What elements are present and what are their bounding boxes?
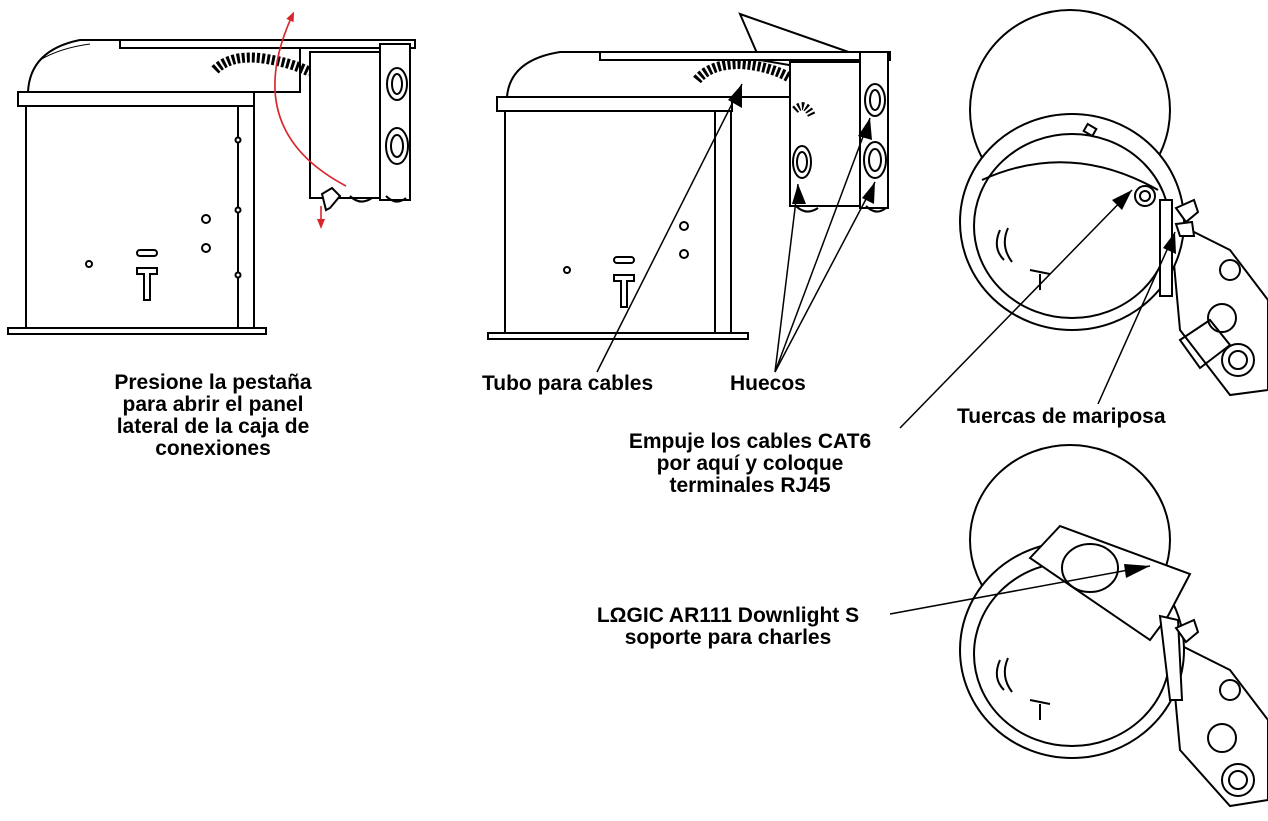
label-line: soporte para charles bbox=[624, 626, 832, 649]
arrowhead bbox=[858, 118, 872, 140]
housing-base-plate bbox=[487, 332, 749, 340]
arrowhead bbox=[792, 184, 806, 204]
housing-slot bbox=[136, 249, 158, 257]
wing-nut bbox=[1174, 198, 1200, 224]
round-housing-top bbox=[959, 9, 1268, 397]
housing-screw bbox=[201, 214, 211, 224]
housing-t-slot bbox=[136, 267, 158, 301]
mounting-bar bbox=[599, 51, 891, 61]
arrowhead bbox=[862, 182, 875, 204]
callout-hole-2 bbox=[774, 117, 871, 373]
flexible-conduit bbox=[211, 52, 313, 77]
junction-box bbox=[789, 61, 861, 207]
label-line: Presione la pestaña bbox=[114, 371, 312, 394]
arrowhead bbox=[728, 84, 742, 108]
housing-side-rail bbox=[714, 110, 732, 336]
callout-lines bbox=[596, 83, 1176, 615]
housing-open-box bbox=[487, 12, 891, 340]
housing-closed-box bbox=[7, 39, 416, 335]
junction-box-side-panel bbox=[309, 51, 381, 199]
callout-hole-1 bbox=[774, 183, 799, 373]
label-holes: Huecos bbox=[730, 372, 806, 395]
label-press-tab: Presione la pestaña para abrir el panel … bbox=[68, 372, 358, 460]
release-tab bbox=[320, 186, 342, 212]
round-housing-bracket bbox=[959, 444, 1268, 808]
callout-arrowheads bbox=[728, 84, 1176, 578]
open-direction-arrow bbox=[274, 11, 347, 187]
label-line: conexiones bbox=[155, 437, 271, 460]
label-line: Empuje los cables CAT6 bbox=[628, 430, 872, 453]
wing-nut bbox=[1174, 220, 1196, 237]
junction-box-end bbox=[859, 51, 889, 209]
housing-screw bbox=[201, 243, 211, 253]
label-line: lateral de la caja de bbox=[116, 415, 310, 438]
label-push-cables: Empuje los cables CAT6 por aquí y coloqu… bbox=[578, 431, 922, 497]
label-cable-tube: Tubo para cables bbox=[482, 372, 654, 395]
callout-bracket bbox=[889, 565, 1151, 615]
housing-flange bbox=[496, 96, 733, 112]
housing-flange bbox=[17, 91, 255, 107]
callout-push-cables bbox=[899, 189, 1133, 429]
flexible-conduit bbox=[693, 58, 793, 84]
callout-cable-tube bbox=[596, 83, 743, 373]
arrowhead bbox=[1124, 564, 1150, 578]
callout-hole-3 bbox=[774, 181, 876, 373]
arrowhead bbox=[1163, 232, 1176, 254]
label-line: para abrir el panel bbox=[122, 393, 304, 416]
label-line: por aquí y coloque bbox=[656, 452, 844, 475]
callout-wing-nuts bbox=[1097, 231, 1176, 405]
housing-hole bbox=[85, 260, 93, 268]
mounting-bar bbox=[119, 39, 416, 49]
arrowhead bbox=[1112, 190, 1132, 210]
housing-base-plate bbox=[7, 327, 267, 335]
label-wing-nuts: Tuercas de mariposa bbox=[957, 405, 1166, 428]
bracket-keyhole bbox=[1061, 543, 1119, 593]
label-bracket: LΩGIC AR111 Downlight S soporte para cha… bbox=[548, 605, 908, 649]
label-line: LΩGIC AR111 Downlight S bbox=[596, 604, 860, 627]
label-line: terminales RJ45 bbox=[669, 474, 831, 497]
